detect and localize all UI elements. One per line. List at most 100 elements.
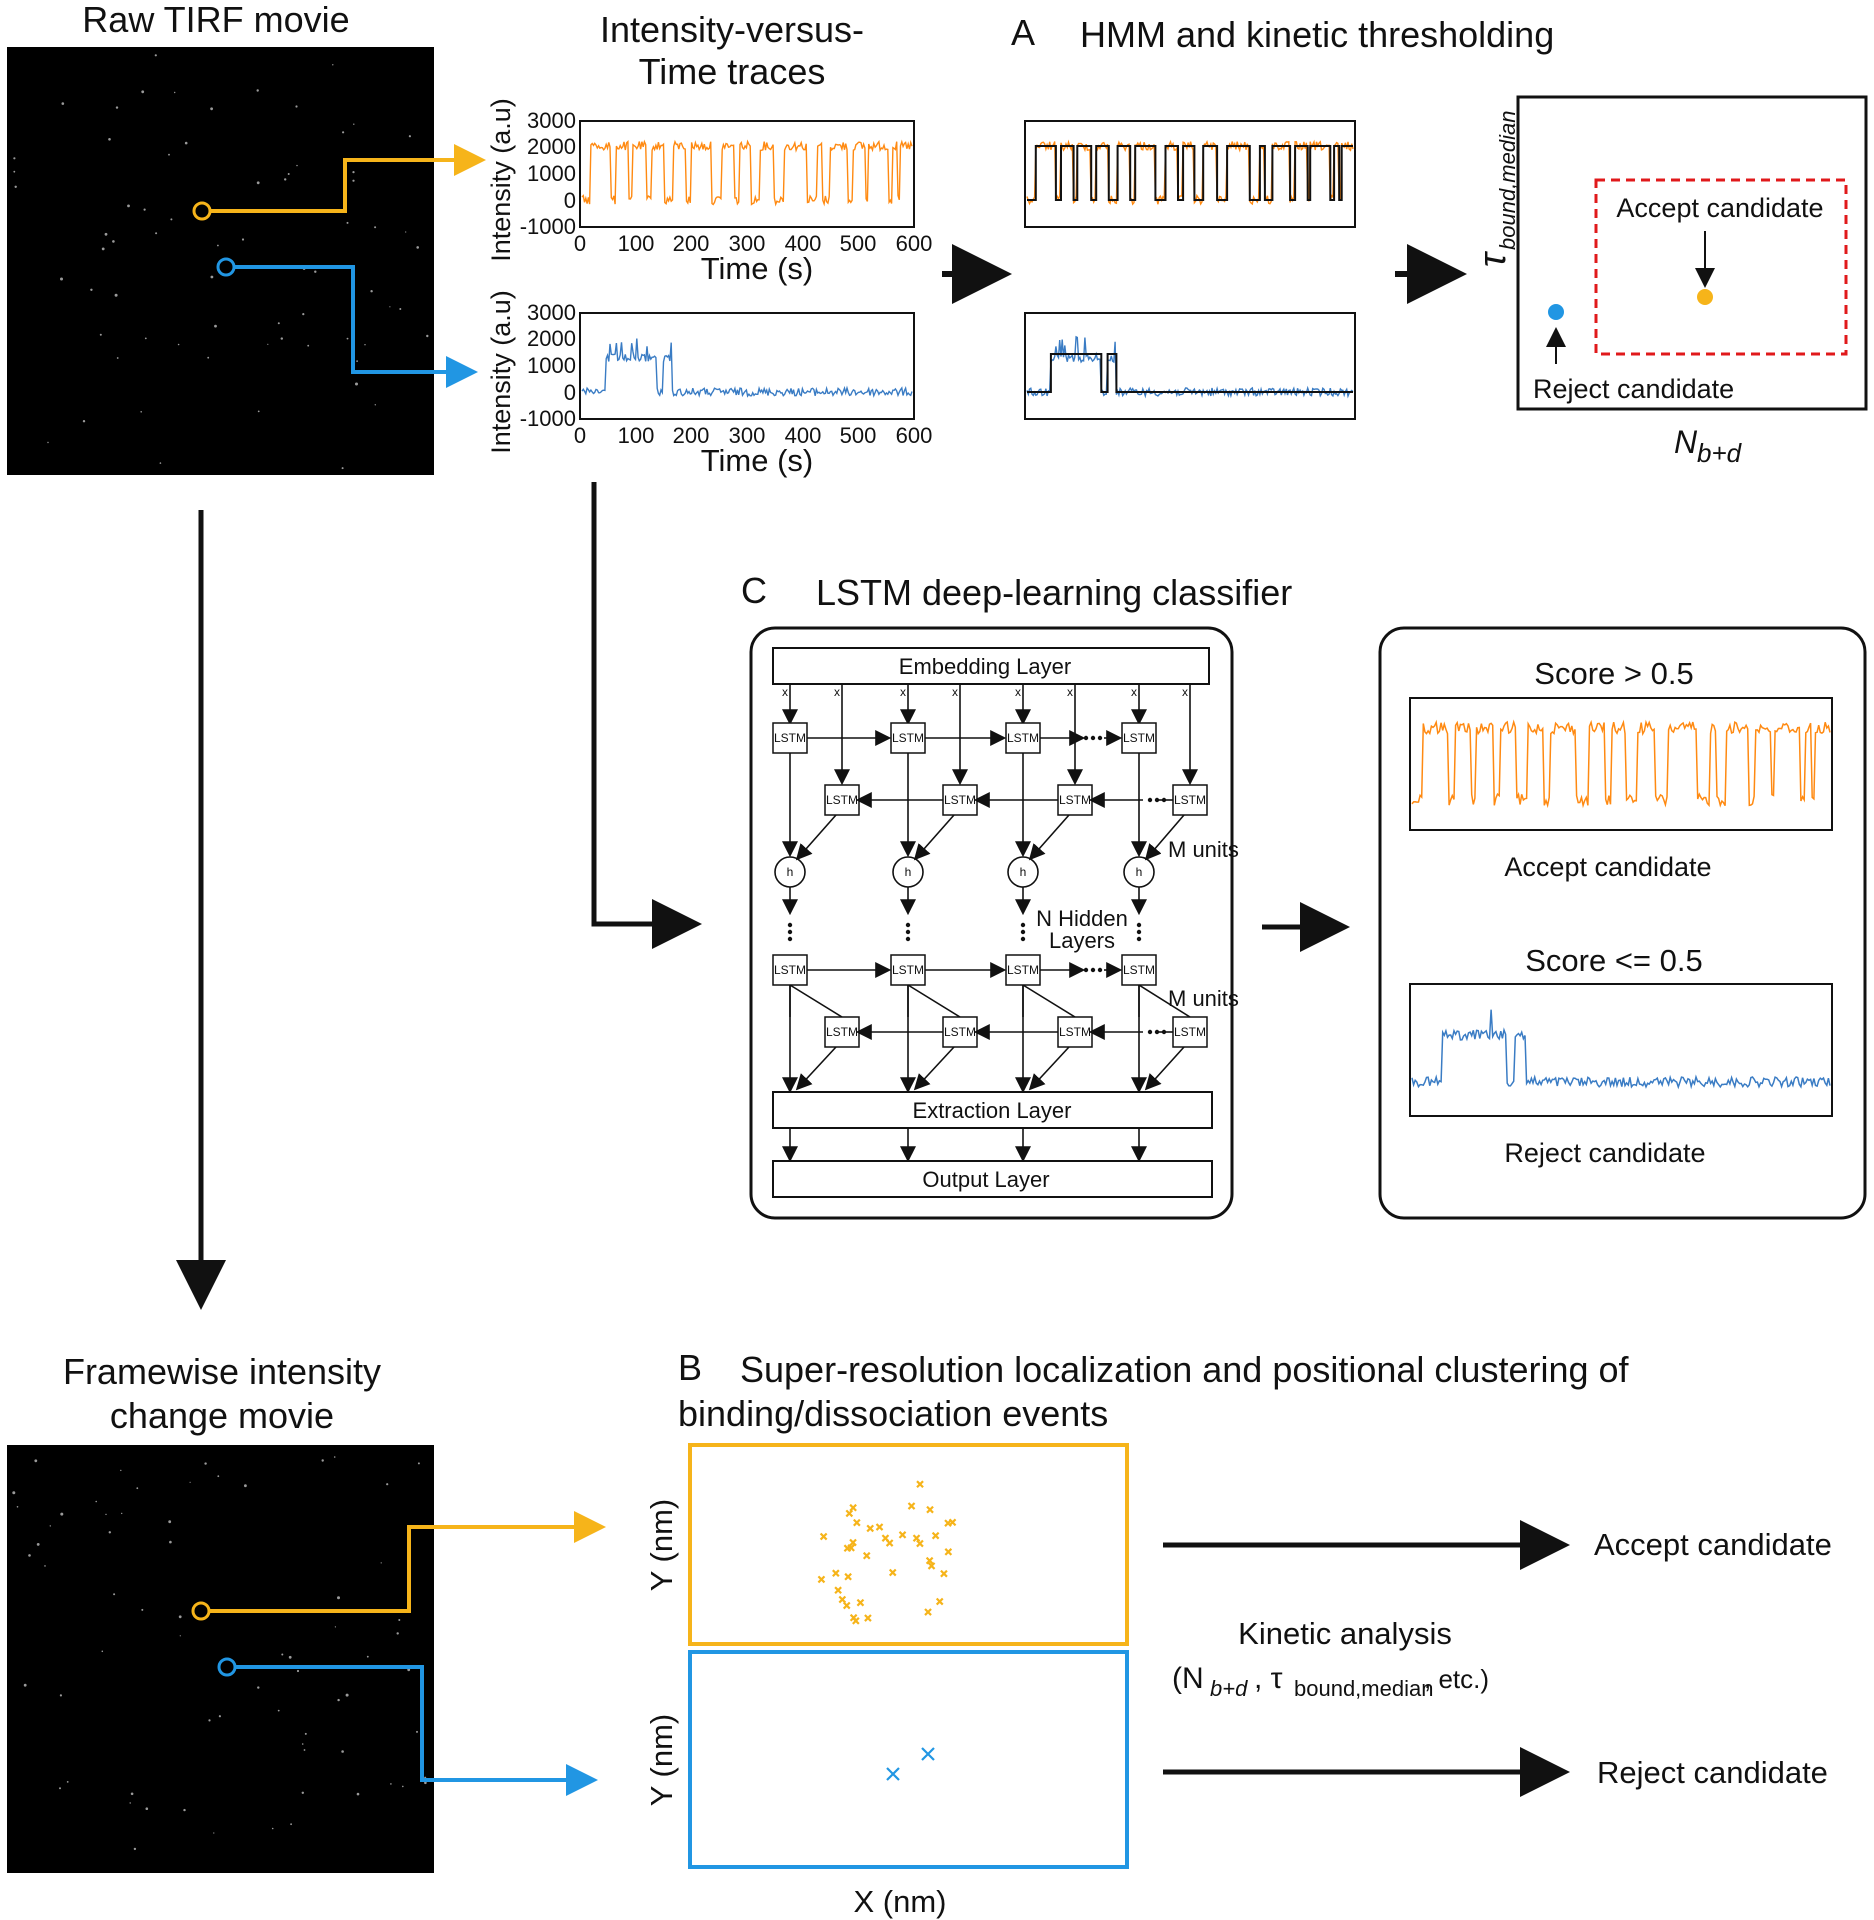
panel-b-accept-label: Accept candidate: [1594, 1527, 1832, 1562]
accept-localization-mark: [912, 1534, 921, 1542]
speckle-dot: [169, 1540, 172, 1544]
speckle-dot: [390, 1783, 392, 1785]
scatter-accept-label: Accept candidate: [1616, 193, 1823, 223]
ytick-label: 3000: [527, 108, 576, 133]
speckle-dot: [303, 1749, 306, 1751]
speckle-dot: [267, 343, 269, 345]
speckle-dot: [95, 1500, 97, 1503]
ellipsis-dot: [1154, 1029, 1160, 1035]
score-high-result-label: Accept candidate: [1504, 852, 1711, 882]
blue-trace-plot: 3000 2000 1000 0 -1000 0 100 200 300 400…: [486, 290, 932, 478]
lstm-cell-label: LSTM: [1123, 963, 1155, 977]
speckle-dot: [346, 221, 349, 224]
lstm-cell: LSTM: [1121, 954, 1157, 986]
lstm-cell: LSTM: [824, 784, 860, 816]
speckle-dot: [34, 1459, 38, 1463]
speckle-dot: [296, 164, 298, 167]
scatter-reject-label: Reject candidate: [1533, 374, 1734, 404]
reject-localization-plot: [688, 1650, 1129, 1869]
embedding-layer-label: Embedding Layer: [899, 654, 1071, 679]
speckle-dot: [355, 382, 358, 386]
input-label: x: [1015, 685, 1021, 699]
panel-c-title: LSTM deep-learning classifier: [816, 572, 1292, 613]
ellipsis-dot: [1136, 922, 1142, 928]
speckle-dot: [129, 1802, 131, 1804]
lstm-cell-label: LSTM: [944, 1025, 976, 1039]
hmm-blue-trace: [1026, 335, 1354, 399]
score-low-label: Score <= 0.5: [1525, 943, 1703, 978]
score-high-label: Score > 0.5: [1534, 656, 1693, 691]
speckle-dot: [207, 356, 210, 359]
scatter-xlabel-symbol: N: [1674, 424, 1698, 460]
speckle-dot: [210, 107, 214, 111]
reject-plot-ylabel: Y (nm): [644, 1714, 679, 1806]
speckle-dot: [352, 179, 355, 182]
ellipsis-dot: [1147, 797, 1153, 803]
ellipsis-dot: [1161, 1029, 1167, 1035]
speckle-dot: [170, 218, 173, 221]
localization-xlabel: X (nm): [854, 1884, 947, 1919]
speckle-dot: [189, 1481, 191, 1483]
speckle-dot: [296, 1669, 300, 1673]
lstm-cell: LSTM: [1005, 954, 1041, 986]
input-label: x: [1182, 685, 1188, 699]
ellipsis-dot: [787, 929, 793, 935]
xtick-label: 400: [785, 231, 822, 256]
accept-localization-mark: [888, 1568, 897, 1577]
blue-event-connector: [235, 1665, 598, 1796]
speckle-dot: [12, 1491, 16, 1495]
speckle-dot: [342, 131, 345, 134]
raw-movie-title: Raw TIRF movie: [82, 0, 349, 40]
ytick-label: -1000: [520, 214, 576, 239]
ellipsis-dot: [1090, 735, 1096, 741]
network-connection: [789, 984, 843, 1018]
speckle-dot: [214, 324, 217, 328]
speckle-dot: [333, 1456, 336, 1458]
lstm-cell: LSTM: [1057, 784, 1093, 816]
ytick-label: 3000: [527, 300, 576, 325]
accept-localization-mark: [944, 1548, 953, 1556]
blue-xlabel: Time (s): [701, 443, 814, 478]
hidden-state-label: h: [1136, 865, 1143, 879]
hidden-state-label: h: [905, 865, 912, 879]
ellipsis-dot: [1090, 967, 1096, 973]
hmm-blue-fit: [1027, 353, 1353, 393]
accept-localization-mark: [849, 1503, 857, 1512]
ellipsis-dot: [1083, 967, 1089, 973]
ellipsis-dot: [905, 929, 911, 935]
speckle-dot: [386, 1483, 389, 1486]
orange-xticks: 0 100 200 300 400 500 600: [574, 231, 932, 256]
lstm-cell: LSTM: [942, 1016, 978, 1048]
lstm-cell-label: LSTM: [1174, 1025, 1206, 1039]
speckle-dot: [304, 1732, 307, 1735]
speckle-dot: [144, 337, 147, 340]
hidden-state-label: h: [787, 865, 794, 879]
speckle-dot: [28, 1554, 31, 1557]
network-connection: [913, 1046, 955, 1091]
ellipsis-dot: [905, 922, 911, 928]
embedding-layer: [772, 647, 1210, 685]
speckle-dot: [334, 1626, 336, 1628]
speckle-dot: [257, 410, 260, 413]
lstm-cell-box: [1121, 722, 1157, 754]
speckle-dot: [14, 185, 17, 188]
xtick-label: 500: [840, 231, 877, 256]
output-layer-label: Output Layer: [922, 1167, 1049, 1192]
ellipsis-dot: [905, 936, 911, 942]
accept-localization-mark: [856, 1598, 865, 1607]
speckle-dot: [321, 1459, 324, 1462]
lstm-cell-box: [942, 1016, 978, 1048]
speckle-dot: [332, 64, 334, 66]
xtick-label: 600: [896, 231, 933, 256]
lstm-cell: LSTM: [942, 784, 978, 816]
accept-point: [1697, 289, 1713, 305]
panel-c-letter: C: [741, 570, 767, 611]
lstm-cell: LSTM: [1172, 1016, 1208, 1048]
speckle-dot: [341, 467, 344, 470]
speckle-dot: [405, 231, 407, 233]
speckle-dot: [141, 90, 145, 94]
orange-trace-line: [581, 139, 913, 207]
arrow-traces-to-lstm: [591, 482, 702, 949]
speckle-dot: [145, 1807, 149, 1810]
speckle-dot: [60, 1512, 64, 1516]
